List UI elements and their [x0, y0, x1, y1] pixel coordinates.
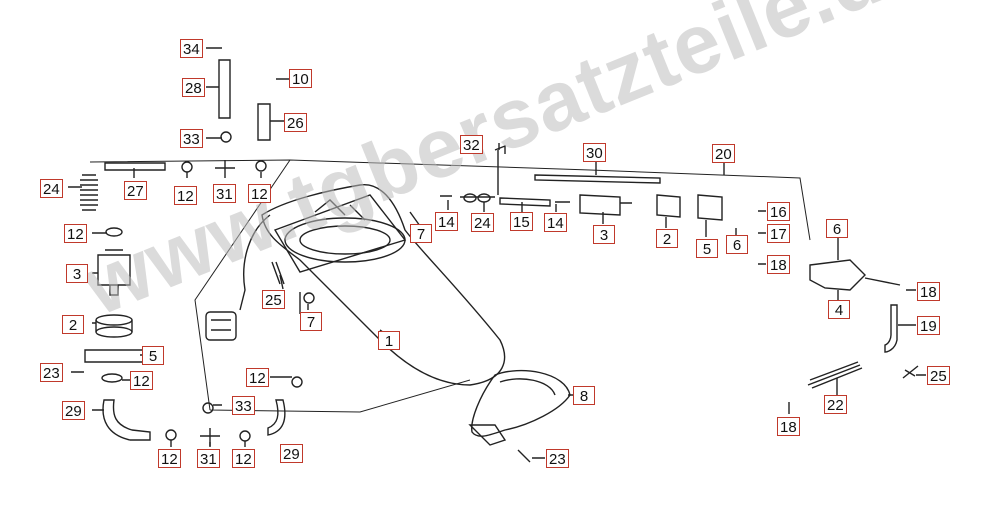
- part-label-12-a: 12: [174, 186, 197, 205]
- part-label-6-mid: 6: [726, 235, 748, 254]
- part-label-12-d: 12: [130, 371, 153, 390]
- part-label-12-b: 12: [248, 184, 271, 203]
- part-label-18-right: 18: [917, 282, 940, 301]
- part-label-19: 19: [917, 316, 940, 335]
- part-label-33-top: 33: [180, 129, 203, 148]
- part-label-14-b: 14: [544, 213, 567, 232]
- part-label-12-g: 12: [246, 368, 269, 387]
- part-label-29-right: 29: [280, 444, 303, 463]
- part-label-1: 1: [378, 331, 400, 350]
- part-label-31-top: 31: [213, 184, 236, 203]
- part-label-23-bottom: 23: [546, 449, 569, 468]
- fuel-cock-part: [809, 259, 901, 291]
- part-label-12-e: 12: [158, 449, 181, 468]
- part-label-32: 32: [460, 135, 483, 154]
- part-label-12-c: 12: [64, 224, 87, 243]
- part-label-20: 20: [712, 144, 735, 163]
- part-label-15: 15: [510, 212, 533, 231]
- part-label-3-right: 3: [593, 225, 615, 244]
- part-label-27: 27: [124, 181, 147, 200]
- part-label-24-mid: 24: [471, 213, 494, 232]
- part-label-24-left: 24: [40, 179, 63, 198]
- fuel-tank-part: [205, 184, 506, 386]
- part-label-12-f: 12: [232, 449, 255, 468]
- part-label-10: 10: [289, 69, 312, 88]
- part-label-16: 16: [767, 202, 790, 221]
- tank-strap-part: [468, 369, 571, 446]
- part-label-5-right: 5: [696, 239, 718, 258]
- part-label-30: 30: [583, 143, 606, 162]
- part-label-23-left: 23: [40, 363, 63, 382]
- part-label-25-right: 25: [927, 366, 950, 385]
- part-label-26: 26: [284, 113, 307, 132]
- part-label-3-left: 3: [66, 264, 88, 283]
- part-label-7-lower: 7: [300, 312, 322, 331]
- left-filter-stack: [84, 227, 146, 383]
- part-label-33-bottom: 33: [232, 396, 255, 415]
- part-label-6-right: 6: [826, 219, 848, 238]
- part-label-5-left: 5: [142, 346, 164, 365]
- part-label-29-left: 29: [62, 401, 85, 420]
- part-label-22: 22: [824, 395, 847, 414]
- part-label-18-upper: 18: [767, 255, 790, 274]
- part-label-17: 17: [767, 224, 790, 243]
- part-label-25-left: 25: [262, 290, 285, 309]
- part-label-8: 8: [573, 386, 595, 405]
- part-label-34: 34: [180, 39, 203, 58]
- part-label-18-bottom: 18: [777, 417, 800, 436]
- part-label-2-right: 2: [656, 229, 678, 248]
- part-label-4: 4: [828, 300, 850, 319]
- part-label-2-left: 2: [62, 315, 84, 334]
- spring-left: [80, 174, 98, 211]
- part-label-28: 28: [182, 78, 205, 97]
- part-label-14-a: 14: [435, 212, 458, 231]
- part-label-7-upper: 7: [410, 224, 432, 243]
- part-label-31-bottom: 31: [197, 449, 220, 468]
